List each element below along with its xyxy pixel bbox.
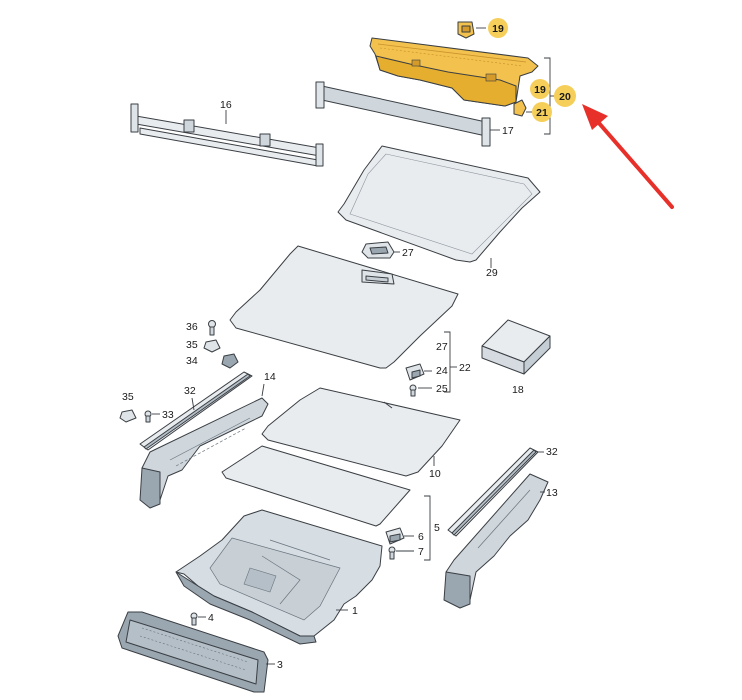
- svg-text:20: 20: [559, 91, 571, 103]
- callout-22: 22: [459, 362, 471, 374]
- callout-17: 17: [502, 125, 514, 137]
- part-17-rear-bar[interactable]: [315, 81, 491, 147]
- callout-14: 14: [264, 371, 276, 383]
- part-5-floor-mat-lower[interactable]: [221, 445, 411, 527]
- part-36-bolt[interactable]: [208, 320, 216, 336]
- callout-25: 25: [436, 383, 448, 395]
- callout-7: 7: [418, 546, 424, 558]
- part-19-clip-top[interactable]: [457, 21, 475, 39]
- callout-16: 16: [220, 99, 232, 111]
- callout-24: 24: [436, 365, 448, 377]
- part-25-screw[interactable]: [409, 384, 417, 397]
- part-34-clip[interactable]: [221, 353, 239, 369]
- part-10-floor-board-mid[interactable]: [261, 387, 461, 477]
- callout-35-left: 35: [122, 391, 134, 403]
- svg-text:19: 19: [492, 23, 504, 35]
- callout-29: 29: [486, 267, 498, 279]
- callout-27-bracket: 27: [436, 341, 448, 353]
- callout-36: 36: [186, 321, 198, 333]
- part-3-sill-trim[interactable]: [117, 611, 269, 693]
- part-13-right-bracket[interactable]: [443, 473, 549, 609]
- callout-33: 33: [162, 409, 174, 421]
- callout-34: 34: [186, 355, 198, 367]
- part-29-floor-mat[interactable]: [337, 145, 541, 263]
- callout-21: 21: [532, 102, 552, 122]
- callout-13: 13: [546, 487, 558, 499]
- part-33-screw[interactable]: [144, 410, 152, 423]
- svg-text:19: 19: [534, 84, 546, 96]
- svg-text:21: 21: [536, 107, 548, 119]
- part-floor-board-upper[interactable]: [229, 245, 459, 369]
- callout-3: 3: [277, 659, 283, 671]
- part-35-clip-top[interactable]: [203, 339, 221, 353]
- part-35-clip-left[interactable]: [119, 409, 137, 423]
- part-21-clip[interactable]: [513, 99, 527, 117]
- red-arrow-icon: [582, 104, 674, 209]
- callout-5: 5: [434, 522, 440, 534]
- callout-1: 1: [352, 605, 358, 617]
- part-32-left-strip[interactable]: [139, 371, 253, 451]
- part-1-trunk-tub[interactable]: [175, 509, 383, 645]
- part-27-handle[interactable]: [361, 241, 395, 259]
- callout-4: 4: [208, 612, 214, 624]
- callout-35-top: 35: [186, 339, 198, 351]
- callout-19-top: 19: [488, 18, 508, 38]
- callout-19-mid: 19: [530, 79, 550, 99]
- callout-6: 6: [418, 531, 424, 543]
- callout-18: 18: [512, 384, 524, 396]
- callout-32-left: 32: [184, 385, 196, 397]
- part-24-bracket[interactable]: [405, 363, 425, 381]
- callout-32-right: 32: [546, 446, 558, 458]
- part-6-bracket[interactable]: [385, 527, 405, 545]
- callout-27-lid: 27: [402, 247, 414, 259]
- callout-20: 20: [554, 85, 576, 107]
- part-4-screw[interactable]: [190, 612, 198, 626]
- part-16-cover-rail[interactable]: [130, 103, 324, 167]
- callout-10: 10: [429, 468, 441, 480]
- part-18-box[interactable]: [481, 319, 551, 375]
- part-14-left-bracket[interactable]: [139, 397, 269, 509]
- part-7-screw[interactable]: [388, 546, 396, 560]
- part-20-trim-panel[interactable]: [369, 37, 539, 107]
